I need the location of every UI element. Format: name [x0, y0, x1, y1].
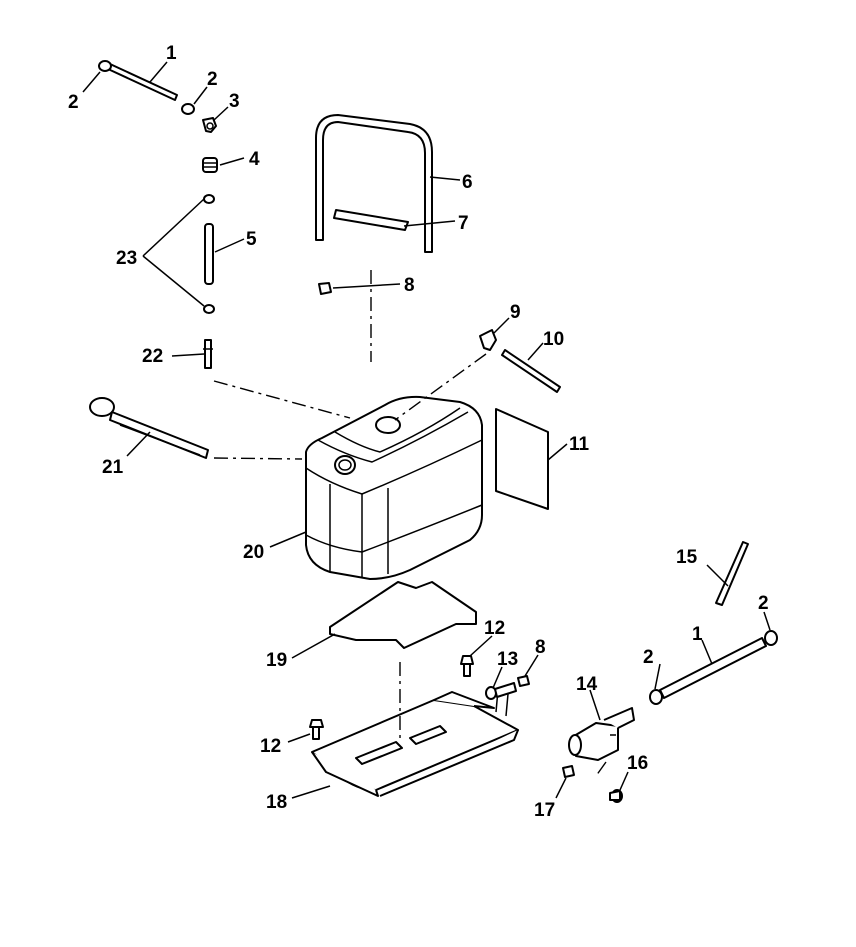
- centerline-sending-unit: [213, 457, 303, 460]
- part-21-sending-unit: [89, 397, 209, 459]
- callout-3: 3: [229, 91, 240, 112]
- callout-11: 11: [569, 434, 590, 455]
- callout-18: 18: [266, 792, 287, 813]
- part-8-nut-upper: [318, 282, 332, 295]
- part-23-cap-bottom: [203, 304, 215, 314]
- callout-5: 5: [246, 229, 257, 250]
- leader-lines: [82, 61, 771, 799]
- part-22-fitting: [203, 339, 213, 369]
- part-15-vent-hose: [715, 541, 749, 606]
- part-2-cap-lower-left: [649, 689, 663, 705]
- callout-15: 15: [676, 547, 698, 568]
- part-20-fuel-tank: [305, 395, 483, 580]
- part-12-bolt-upper: [460, 655, 474, 677]
- callout-10: 10: [543, 329, 564, 350]
- part-1-rod-upper: [107, 63, 178, 101]
- part-13-bolt: [485, 682, 517, 700]
- callout-8-upper: 8: [404, 275, 415, 296]
- callout-2-lower-left: 2: [643, 647, 654, 668]
- centerline-fitting-22: [213, 380, 351, 419]
- callout-2-upper-left: 2: [68, 92, 79, 113]
- part-2-cap-upper-right: [181, 103, 195, 115]
- part-2-cap-lower-right: [764, 630, 778, 646]
- part-17-nut: [562, 765, 575, 778]
- part-12-bolt-lower: [309, 719, 324, 740]
- callout-19: 19: [266, 650, 287, 671]
- centerline-fitting-9: [394, 353, 487, 421]
- part-10-hose: [501, 349, 561, 393]
- part-5-tube: [204, 223, 214, 285]
- part-9-elbow-fitting: [479, 329, 497, 351]
- part-18-tank-tray: [311, 688, 519, 797]
- callout-4: 4: [249, 149, 260, 170]
- part-23-cap-top: [203, 194, 215, 204]
- callout-1-upper: 1: [166, 43, 177, 64]
- callout-12-lower: 12: [260, 736, 281, 757]
- callout-16: 16: [627, 753, 648, 774]
- centerline-pump: [595, 761, 607, 777]
- callout-1-lower: 1: [692, 624, 703, 645]
- part-2-cap-upper-left: [98, 60, 112, 72]
- part-19-tank-pad: [329, 581, 477, 649]
- part-1-rod-lower: [659, 637, 767, 699]
- callout-22: 22: [142, 346, 163, 367]
- part-16-screw: [609, 789, 623, 803]
- part-7-strap-pad: [333, 209, 409, 231]
- callout-14: 14: [576, 674, 598, 695]
- callout-2-upper-right: 2: [207, 69, 218, 90]
- callout-17: 17: [534, 800, 555, 821]
- part-6-hold-down-strap: [315, 114, 433, 253]
- callout-9: 9: [510, 302, 521, 323]
- callout-20: 20: [243, 542, 264, 563]
- callout-23: 23: [116, 248, 137, 269]
- callout-21: 21: [102, 457, 124, 478]
- part-3-fitting: [202, 117, 217, 133]
- part-11-label-sheet: [495, 408, 549, 510]
- callout-7: 7: [458, 213, 469, 234]
- callout-2-lower-right: 2: [758, 593, 769, 614]
- callout-13: 13: [497, 649, 518, 670]
- part-4-grommet: [202, 157, 218, 173]
- part-14-fuel-pump: [568, 707, 635, 761]
- callout-8-lower: 8: [535, 637, 546, 658]
- callout-6: 6: [462, 172, 473, 193]
- part-8-nut-lower: [517, 675, 530, 687]
- callout-12-upper: 12: [484, 618, 505, 639]
